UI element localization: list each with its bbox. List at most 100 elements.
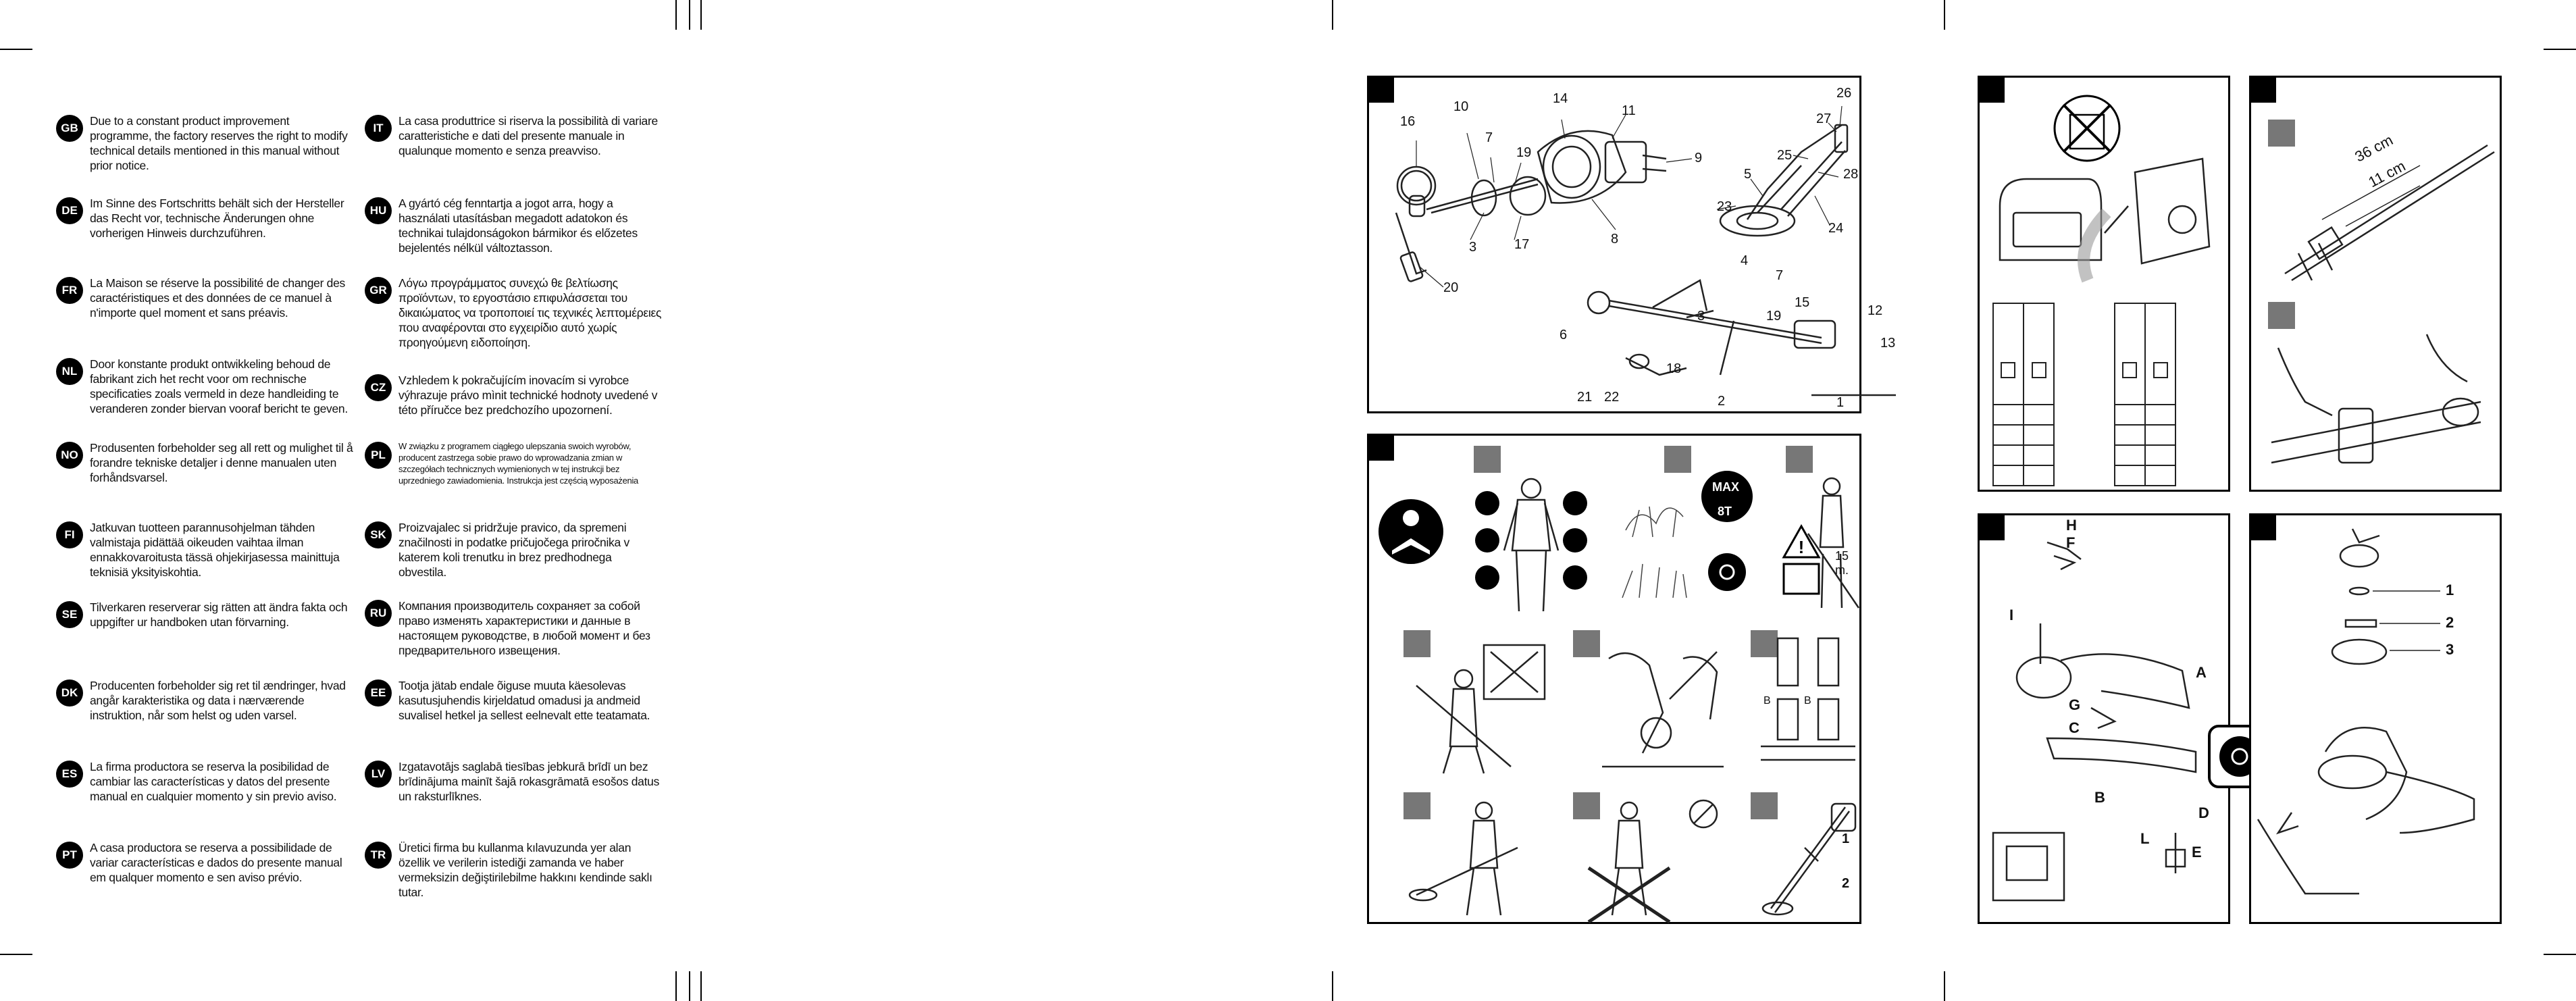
safety-distance-label: 15 m. (1835, 549, 1849, 577)
step-marker (1474, 446, 1501, 473)
part-number-label: 1 (1836, 395, 1845, 410)
part-number-label: 25 (1777, 148, 1793, 163)
warning-sign-icon: ! (1782, 523, 1821, 595)
notice-text: A gyártó cég fenntartja a jogot arra, ho… (398, 197, 638, 255)
notice-text: Door konstante produkt ontwikkeling beho… (90, 357, 348, 415)
part-number-label: 12 (1867, 303, 1883, 318)
notice-text: Üretici firma bu kullanma kılavuzunda ye… (398, 841, 652, 899)
vegetation-illustration (1622, 506, 1687, 598)
part-number-label: 9 (1695, 151, 1703, 165)
notice-ru: RU Компания производитель сохраняет за с… (365, 598, 662, 658)
notice-es: ES La firma productora se reserva la pos… (56, 759, 353, 804)
fuel-badge-text: 8T (1718, 505, 1732, 518)
notice-text: Im Sinne des Fortschritts behält sich de… (90, 197, 344, 240)
part-number-label: 10 (1453, 99, 1469, 114)
part-letter-label: C (2069, 719, 2080, 736)
part-number-label: 22 (1604, 390, 1620, 405)
part-number-label: 21 (1577, 390, 1593, 405)
notice-text: Due to a constant product improvement pr… (90, 114, 348, 172)
language-badge: PT (56, 842, 83, 869)
notice-se: SE Tilverkaren reserverar sig rätten att… (56, 600, 353, 630)
fuel-badge (1701, 471, 1753, 522)
callout-number: 1 (1842, 831, 1850, 846)
notice-fi: FI Jatkuvan tuotteen parannusohjelman tä… (56, 520, 353, 580)
notice-text: Izgatavotājs saglabā tiesības jebkurā br… (398, 760, 660, 803)
language-badge: ES (56, 761, 83, 788)
part-number-label: 3 (1469, 240, 1477, 255)
notice-text: A casa productora se reserva a possibili… (90, 841, 342, 884)
part-number-label: 2 (1718, 394, 1726, 409)
figure-number-marker (1367, 434, 1394, 461)
part-letter-label: D (2198, 804, 2209, 821)
mix-ratio-table-left (1992, 303, 2055, 486)
part-number-label: 13 (1880, 336, 1896, 351)
part-letter-label: F (2066, 534, 2076, 551)
part-number-label: 27 (1816, 111, 1832, 126)
read-manual-icon (1379, 499, 1443, 564)
step-marker (2268, 120, 2295, 147)
notice-text: Vzhledem k pokračujícím inovacím si vyro… (398, 374, 658, 417)
crop-mark (675, 971, 677, 1001)
part-number-label: 7 (1485, 130, 1493, 145)
language-badge: IT (365, 115, 392, 142)
notice-de: DE Im Sinne des Fortschritts behält sich… (56, 196, 353, 240)
part-number-label: 6 (1560, 328, 1568, 342)
step-marker (1573, 630, 1600, 657)
part-number-label: 3 (2446, 641, 2454, 658)
part-number-label: 20 (1443, 280, 1459, 295)
figure-number-marker (2249, 76, 2276, 103)
notice-cz: CZ Vzhledem k pokračujícím inovacím si v… (365, 373, 662, 417)
part-number-label: 23 (1717, 199, 1732, 214)
operator-illustration (1807, 477, 1860, 609)
notice-text: Tilverkaren reserverar sig rätten att än… (90, 600, 348, 629)
fuel-badge-text: MAX (1712, 480, 1739, 494)
part-number-label: 7 (1776, 268, 1784, 283)
part-number-label: 5 (1744, 167, 1752, 182)
notice-fr: FR La Maison se réserve la possibilité d… (56, 276, 353, 320)
crop-mark (0, 954, 32, 955)
notice-text: Proizvajalec si pridržuje pravico, da sp… (398, 521, 629, 579)
crop-mark (1944, 971, 1945, 1001)
notice-dk: DK Producenten forbeholder sig ret til æ… (56, 678, 353, 723)
figure-head-assembly: H F I A G C B D L E (1978, 513, 2230, 924)
part-letter-label: G (2069, 696, 2081, 713)
notice-gb: GB Due to a constant product improvement… (56, 113, 353, 173)
part-number-label: 1 (2446, 582, 2454, 598)
line-adjust-illustration (1761, 637, 1855, 761)
part-number-label: 8 (1611, 232, 1619, 247)
step-marker (2268, 302, 2295, 329)
crop-mark (689, 0, 690, 30)
step-marker (1751, 792, 1778, 819)
crop-mark (1944, 0, 1945, 30)
language-badge: RU (365, 600, 392, 627)
no-mixing-in-tank-icon (2053, 95, 2121, 162)
language-badge: LV (365, 761, 392, 788)
figure-handle-position: 36 cm 11 cm (2249, 76, 2502, 492)
crop-mark (2544, 49, 2576, 50)
language-badge: NL (56, 358, 83, 385)
notice-lv: LV Izgatavotājs saglabā tiesības jebkurā… (365, 759, 662, 804)
part-letter-label: I (2009, 607, 2014, 623)
part-number-label: 28 (1843, 167, 1859, 182)
language-badge: FR (56, 277, 83, 304)
language-badge: CZ (365, 374, 392, 401)
callout-number: 2 (1842, 876, 1850, 891)
prohibited-stance-illustration (1587, 799, 1718, 924)
language-badge: TR (365, 842, 392, 869)
step-marker (1573, 792, 1600, 819)
language-badge: HU (365, 197, 392, 224)
language-badge: GR (365, 277, 392, 304)
part-letter-label: B (2094, 789, 2105, 806)
part-number-label: 24 (1828, 221, 1844, 236)
part-letter-label: L (2140, 830, 2150, 847)
position-label: B (1804, 695, 1811, 707)
part-number-label: 19 (1766, 309, 1782, 324)
crop-mark (675, 0, 677, 30)
part-number-label: 2 (2446, 614, 2454, 631)
crop-mark (700, 0, 702, 30)
harness-illustration (1416, 644, 1546, 774)
starting-illustration (1602, 651, 1724, 768)
language-badge: EE (365, 679, 392, 707)
position-label: B (1763, 695, 1771, 707)
fuel-pour-illustration (1999, 157, 2211, 283)
